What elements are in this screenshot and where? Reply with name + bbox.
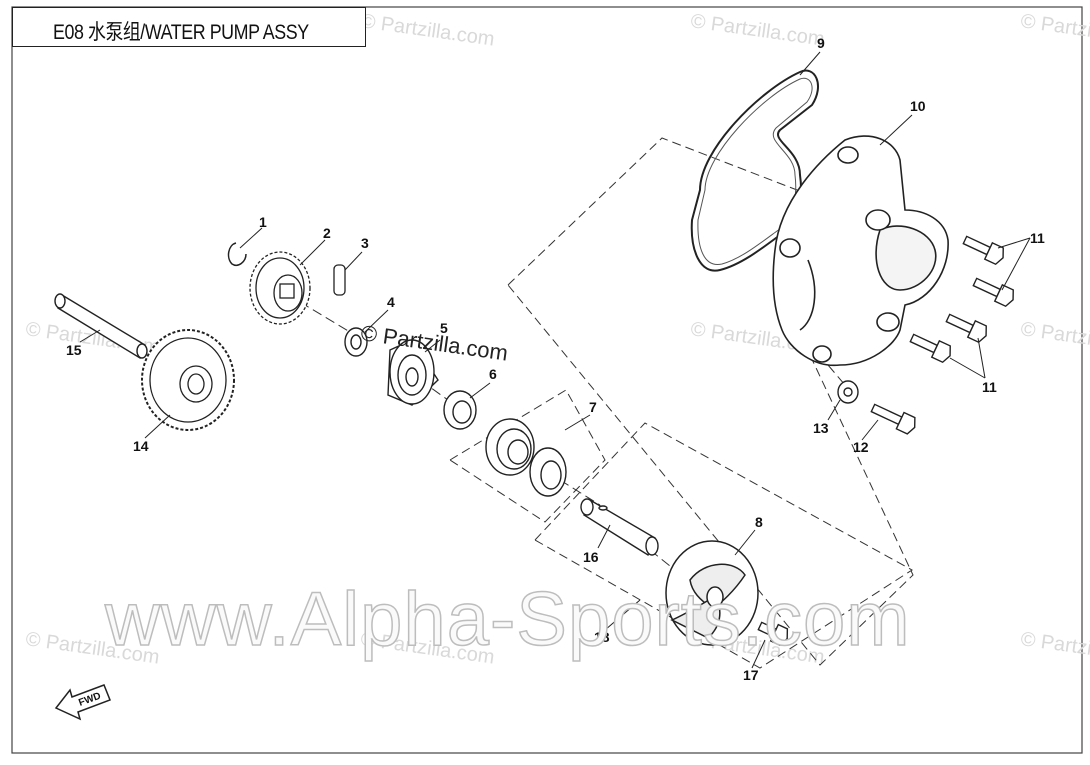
callout-3: 3 <box>361 235 369 251</box>
callout-7: 7 <box>589 399 597 415</box>
title-box: E08 水泵组/WATER PUMP ASSY <box>12 7 366 47</box>
callout-17: 17 <box>743 667 759 683</box>
bolts-part-11 <box>909 235 1014 364</box>
watermark-bottom-edge: © Partzilla.com <box>1019 628 1090 669</box>
callout-13: 13 <box>813 420 829 436</box>
pump-shaft-part-16 <box>580 498 659 557</box>
seal-group-outline <box>449 389 606 523</box>
callout-11a: 11 <box>1030 230 1045 246</box>
idle-gear-part-14 <box>141 329 235 431</box>
drive-gear-part-2 <box>249 251 311 325</box>
watermark-top-right: © Partzilla.com <box>689 10 826 51</box>
gasket-part-9 <box>690 69 819 272</box>
screw-part-17 <box>757 621 789 646</box>
page-title: E08 水泵组/WATER PUMP ASSY <box>53 21 309 44</box>
pump-cover-group-outline <box>507 137 914 666</box>
fwd-arrow-icon: FWD <box>54 684 111 721</box>
callout-5: 5 <box>440 320 448 336</box>
circlip-part-1 <box>227 242 247 266</box>
callout-12: 12 <box>853 439 869 455</box>
oil-seal-part-6 <box>443 390 477 430</box>
watermark-top-mid: © Partzilla.com <box>359 10 496 51</box>
washer-part-13 <box>837 380 859 404</box>
idle-shaft-part-15 <box>54 293 148 360</box>
callout-labels: 1 2 3 4 5 6 7 8 9 10 11 11 12 13 14 15 1… <box>66 35 1045 683</box>
callout-4: 4 <box>387 294 395 310</box>
callout-10: 10 <box>910 98 926 114</box>
leader-lines <box>79 51 1031 669</box>
callout-14: 14 <box>133 438 149 454</box>
gasket-inner-edge <box>697 77 813 265</box>
callout-6: 6 <box>489 366 497 382</box>
callout-9: 9 <box>817 35 825 51</box>
callout-18: 18 <box>594 629 610 645</box>
watermark-top-edge: © Partzilla.com <box>1019 10 1090 51</box>
mechanical-seal-part-7 <box>485 418 567 497</box>
bearing-part-5 <box>387 339 439 406</box>
callout-1: 1 <box>259 214 267 230</box>
alpha-sports-watermark: www.Alpha-Sports.com <box>104 577 911 662</box>
pin-part-3 <box>333 264 346 296</box>
drawing-frame <box>11 6 1083 754</box>
callout-15: 15 <box>66 342 82 358</box>
watermark-mid-edge: © Partzilla.com <box>1019 318 1090 359</box>
pump-cover-part-10 <box>772 135 949 367</box>
bolt-part-12 <box>870 403 916 435</box>
callout-8: 8 <box>755 514 763 530</box>
impeller-part-8 <box>665 540 759 646</box>
washer-part-4 <box>344 327 368 357</box>
callout-16: 16 <box>583 549 599 565</box>
callout-2: 2 <box>323 225 331 241</box>
callout-11b: 11 <box>982 379 997 395</box>
partzilla-center-watermark: © Partzilla.com <box>359 320 509 365</box>
